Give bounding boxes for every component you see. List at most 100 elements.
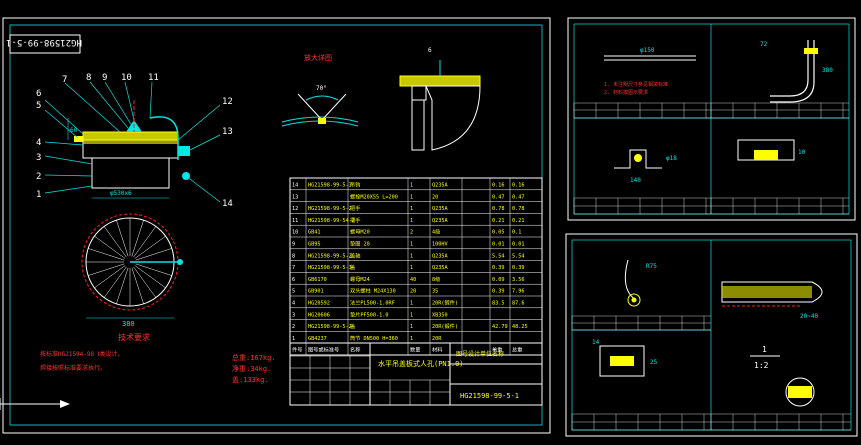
bom-cell: 1 <box>410 265 413 271</box>
bom-cell: 1 <box>410 206 413 212</box>
part-no-6: 6 <box>36 89 41 99</box>
spoke-line <box>88 248 125 261</box>
part-no-10: 10 <box>121 73 132 83</box>
bom-cell: 0.39 <box>512 265 525 271</box>
bom-cell: HG21598-99-5-3 <box>308 265 352 271</box>
manhole-side-view: 7 8 9 10 11 6 5 4 3 2 1 12 13 14 φ530x6 … <box>36 73 233 209</box>
bom-cell: 8级 <box>432 275 440 283</box>
title-name: 水平吊盖板式人孔(PN1.0) <box>378 359 464 368</box>
bom-cell: GB6170 <box>308 277 327 283</box>
bom-cell: HG21598-99-5-2 <box>308 206 352 212</box>
spoke-line <box>131 267 144 304</box>
spoke-line <box>135 248 172 261</box>
part-no-13: 13 <box>222 127 233 137</box>
bom-cell: 35 <box>432 289 438 295</box>
bom-cell: 20R(锻件) <box>432 299 458 307</box>
sheet-c-dim-2: 14 <box>592 339 600 346</box>
bom-cell: 0.39 <box>492 289 505 295</box>
bom-cell: 1 <box>410 301 413 307</box>
bom-cell: 20R(锻件) <box>432 322 458 330</box>
bom-cell: 5.54 <box>512 253 525 259</box>
bom-cell: Q235A <box>432 218 448 224</box>
ucs-arrow <box>0 398 70 410</box>
bom-cell: 2 <box>292 324 295 330</box>
bom-cell: 100HV <box>432 242 448 248</box>
bom-cell: 0.09 <box>492 277 505 283</box>
spoke-line <box>131 220 144 257</box>
sheet-b-dim-2: 380 <box>822 67 833 74</box>
manhole-top-view: 380 <box>81 213 183 328</box>
bom-cell: 14 <box>292 183 298 189</box>
bom-cell: 5.54 <box>492 253 505 259</box>
bom-cell: 83.5 <box>492 301 505 307</box>
bom-cell: 1 <box>410 312 413 318</box>
part-no-3: 3 <box>36 153 41 163</box>
bom-cell: 12 <box>292 206 298 212</box>
bom-cell: 5 <box>292 289 295 295</box>
sheet-c-dim-1: R75 <box>646 263 657 270</box>
title-company: 图号设计单位名称 <box>456 350 504 358</box>
bom-cell: 1 <box>410 242 413 248</box>
bom-cell: 7 <box>292 265 295 271</box>
dim-width: 380 <box>122 320 135 328</box>
dim-angle: 70° <box>316 85 327 92</box>
tech-title: 技术要求 <box>118 332 150 342</box>
bom-cell: 0.01 <box>512 242 525 248</box>
bom-cell: 13 <box>292 194 298 200</box>
sheet-b-dim-4: φ18 <box>666 155 677 162</box>
sheet-b-dim-6: 10 <box>798 149 806 156</box>
bom-cell: 20R <box>432 336 442 342</box>
spoke-line <box>103 266 127 298</box>
sheet-b-dim-5: 140 <box>630 177 641 184</box>
part-no-9: 9 <box>102 73 107 83</box>
bom-cell: 1 <box>410 218 413 224</box>
bom-cell: 48.25 <box>512 324 528 330</box>
spoke-line <box>134 235 166 259</box>
detail-views: 放大详图 70° 6 <box>281 47 481 151</box>
bom-cell: 螺栓M20X55 L=200 <box>350 192 398 200</box>
tech-line-2: 焊接按照标准要求执行。 <box>40 364 106 372</box>
dim-height: 60 <box>70 127 78 134</box>
spoke-line <box>88 263 125 276</box>
bom-cell: 3 <box>292 312 295 318</box>
bom-cell: 40 <box>410 277 416 283</box>
bom-cell: 1 <box>410 336 413 342</box>
bom-header-cell: 名称 <box>350 346 360 354</box>
bom-cell: 垫圈 20 <box>350 240 370 248</box>
bom-cell: 4级 <box>432 228 440 236</box>
part-no-12: 12 <box>222 97 233 107</box>
bom-cell: 0.01 <box>492 242 505 248</box>
bom-cell: 4 <box>292 301 295 307</box>
sheet-b-dim-1: φ150 <box>640 47 655 54</box>
bom-cell: Q235A <box>432 253 448 259</box>
part-no-4: 4 <box>36 138 41 148</box>
bom-cell: GB901 <box>308 289 324 295</box>
bom-cell: HG21598-99-5-3 <box>308 183 352 189</box>
bom-cell: HG20606 <box>308 312 330 318</box>
title-block: 水平吊盖板式人孔(PN1.0) 图号设计单位名称 HG21598-99-5-1 <box>289 342 543 406</box>
bom-header-cell: 总重 <box>512 346 522 354</box>
bom-cell: 法兰PL500-1.0RF <box>350 299 395 307</box>
bom-cell: 0.78 <box>492 206 505 212</box>
bom-cell: 1 <box>292 336 295 342</box>
bom-cell: HG21598-99-5-2 <box>308 253 352 259</box>
bom-cell: 1 <box>410 194 413 200</box>
bom-cell: 盖 <box>350 322 355 330</box>
bom-cell: 双头螺柱 M24X130 <box>350 287 396 295</box>
bom-cell: HG21598-99-5-2 <box>308 324 352 330</box>
bom-cell: 7.96 <box>512 289 525 295</box>
spoke-line <box>94 265 126 289</box>
bom-cell: 0.39 <box>492 265 505 271</box>
bom-header-cell: 图号或标准号 <box>308 346 339 354</box>
bom-cell: Q235A <box>432 183 448 189</box>
part-no-8: 8 <box>86 73 91 83</box>
bom-cell: 6 <box>292 277 295 283</box>
bom-cell: 垫片PF500-1.0 <box>350 310 388 318</box>
bom-cell: 8 <box>292 253 295 259</box>
bom-cell: Q235A <box>432 206 448 212</box>
bom-cell: 筒节 DN500 H=360 <box>350 334 398 342</box>
spoke-line <box>134 265 166 289</box>
bom-cell: Q235A <box>432 265 448 271</box>
